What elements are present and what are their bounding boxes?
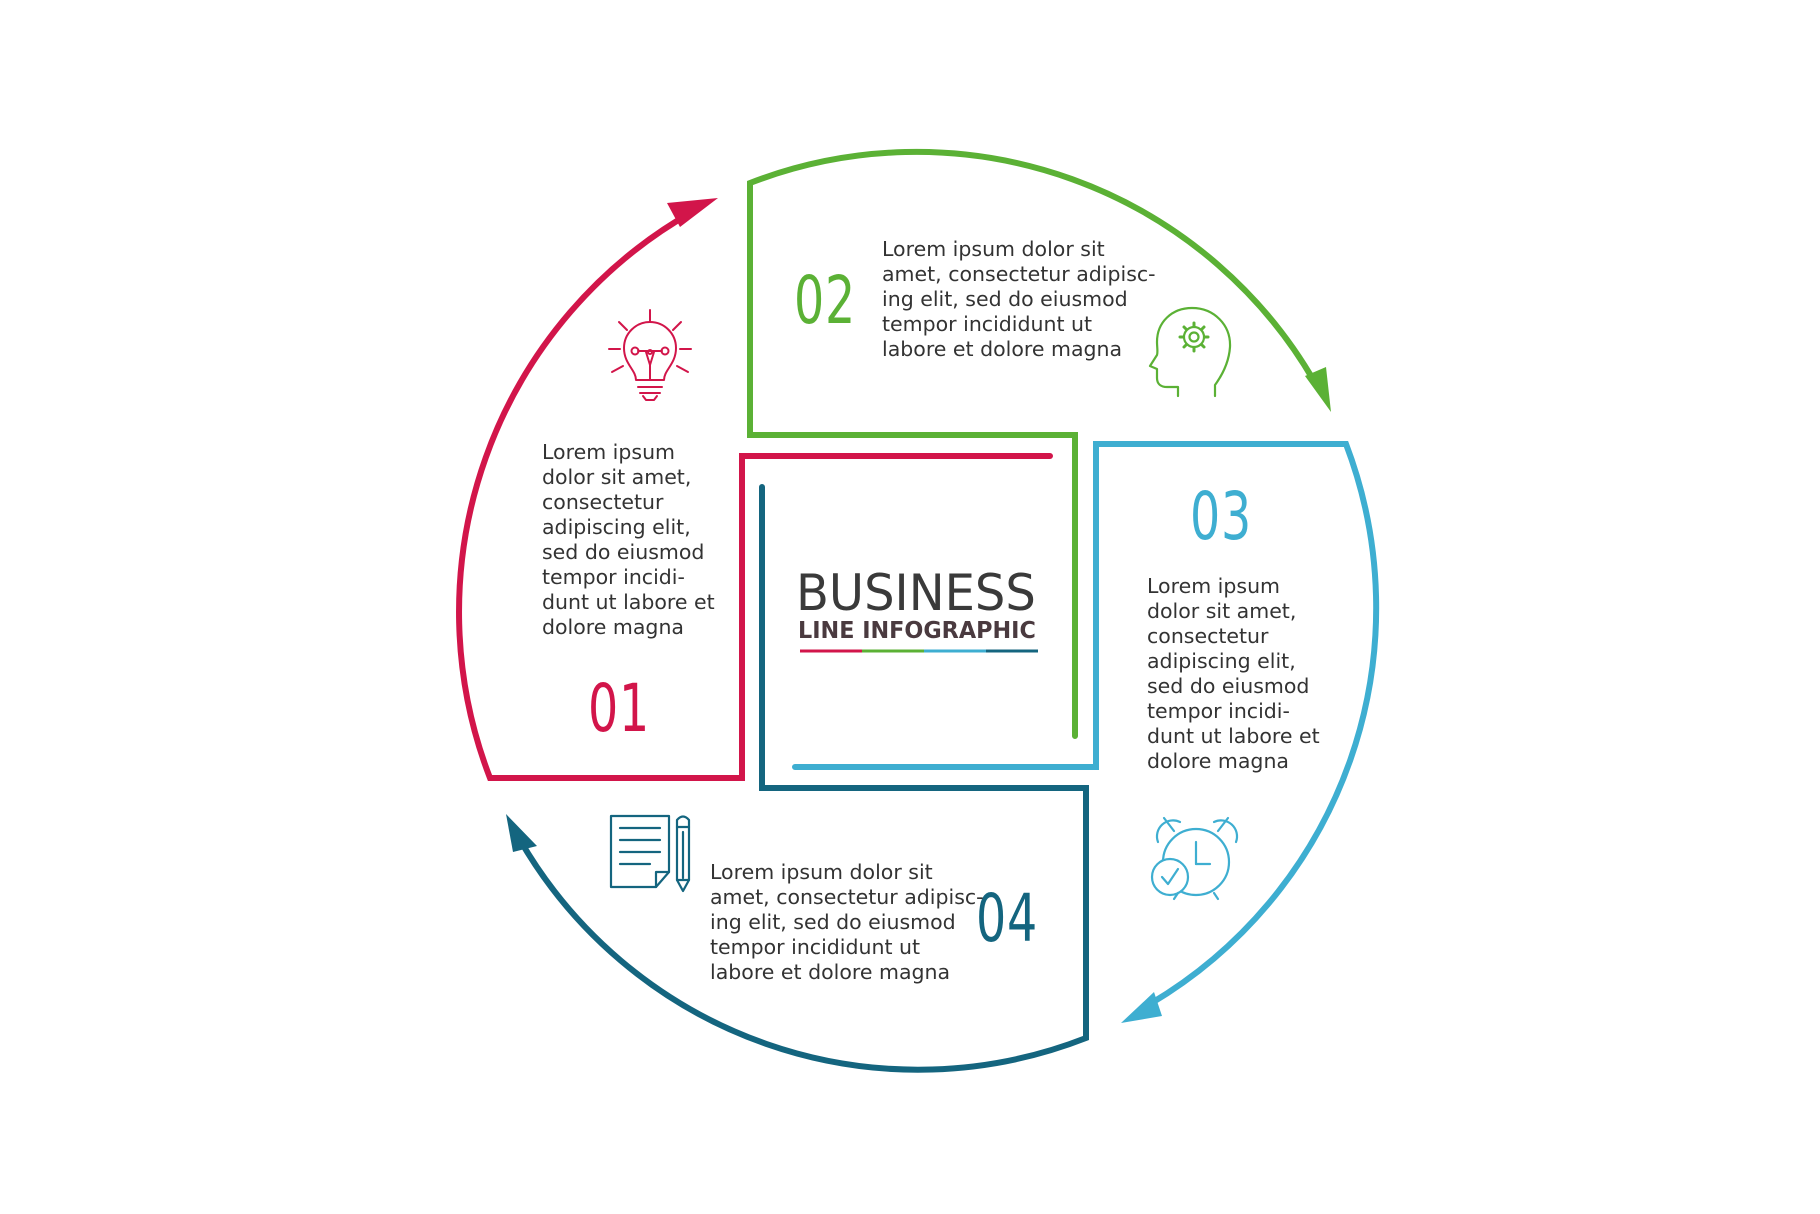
step-02-line: amet, consectetur adipisc- [882,262,1156,286]
step-02-number: 02 [794,262,856,339]
step-02-description: Lorem ipsum dolor sit amet, consectetur … [882,237,1156,362]
segment-03-arrowhead [1121,992,1162,1023]
step-04-line: labore et dolore magna [710,960,951,984]
step-04-line: Lorem ipsum dolor sit [710,860,933,884]
head-gear-icon [1148,306,1232,398]
step-02-line: Lorem ipsum dolor sit [882,237,1105,261]
step-02-line: tempor incididunt ut [882,312,1093,336]
step-04-line: tempor incididunt ut [710,935,921,959]
lightbulb-icon [608,309,692,401]
step-01-line: dolor sit amet, [542,465,692,489]
step-04-description: Lorem ipsum dolor sit amet, consectetur … [710,860,984,985]
step-03-line: dunt ut labore et [1147,724,1320,748]
step-01-line: dunt ut labore et [542,590,715,614]
segment-02-outline [747,149,1321,739]
step-01-line: sed do eiusmod [542,540,705,564]
step-04-line: amet, consectetur adipisc- [710,885,984,909]
step-01-number: 01 [588,670,650,747]
step-01-line: adipiscing elit, [542,515,691,539]
step-03-description: Lorem ipsum dolor sit amet, consectetur … [1147,574,1320,774]
step-04-number: 04 [976,880,1038,957]
segment-03-outline [792,441,1380,1007]
step-01-line: tempor incidi- [542,565,685,589]
step-01-description: Lorem ipsum dolor sit amet, consectetur … [542,440,715,640]
step-04-line: ing elit, sed do eiusmod [710,910,956,934]
step-03-line: dolore magna [1147,749,1289,773]
segment-02-arrowhead [1305,367,1331,412]
step-03-line: sed do eiusmod [1147,674,1310,698]
step-02-line: labore et dolore magna [882,337,1123,361]
step-01-line: dolore magna [542,615,684,639]
step-03-number: 03 [1190,478,1252,555]
step-02-line: ing elit, sed do eiusmod [882,287,1128,311]
segment-01-outline [456,209,1053,781]
segment-01-arrowhead [667,198,718,227]
step-01-line: consectetur [542,490,664,514]
document-pencil-icon [609,814,691,893]
step-03-line: Lorem ipsum [1147,574,1281,598]
infographic-title: BUSINESS [796,564,1036,622]
step-03-line: consectetur [1147,624,1269,648]
step-03-line: adipiscing elit, [1147,649,1296,673]
step-03-line: dolor sit amet, [1147,599,1297,623]
alarm-clock-icon [1150,816,1239,901]
segment-04-outline [517,484,1089,1073]
step-01-line: Lorem ipsum [542,440,676,464]
step-03-line: tempor incidi- [1147,699,1290,723]
segment-04-arrowhead [506,814,537,852]
infographic-subtitle: LINE INFOGRAPHIC [798,618,1036,644]
